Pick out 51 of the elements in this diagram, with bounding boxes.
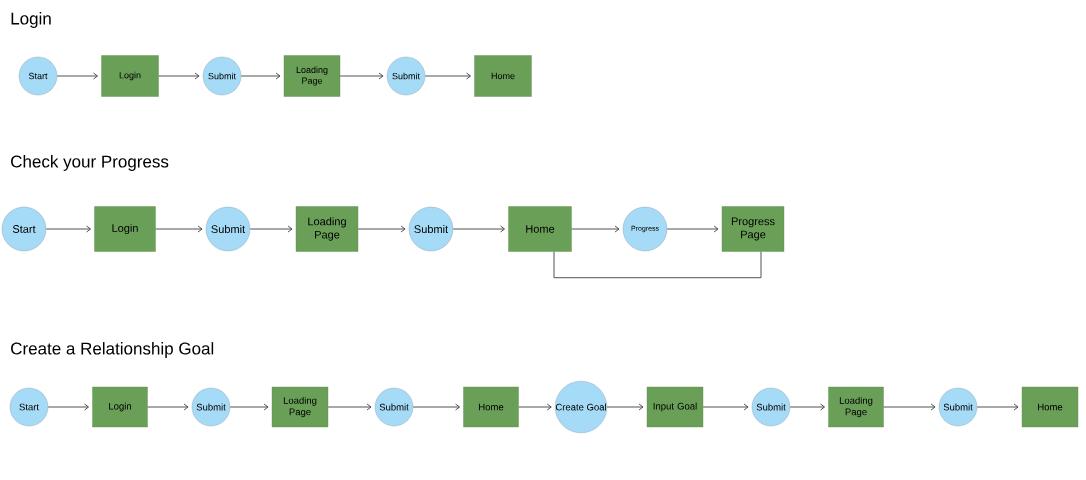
arrow	[158, 72, 200, 80]
circle-node: Submit	[408, 206, 454, 252]
page-box: Loading Page	[283, 55, 341, 97]
circle-node: Submit	[205, 206, 251, 252]
arrow	[249, 225, 293, 233]
arrow	[518, 403, 552, 411]
arrow	[702, 403, 749, 411]
arrow	[327, 403, 372, 411]
arrow	[240, 72, 281, 80]
circle-node: Start	[1, 206, 47, 252]
arrow	[412, 403, 460, 411]
page-box: Home	[1021, 386, 1079, 428]
circle-node: Create Goal	[555, 381, 608, 433]
arrow	[339, 72, 384, 80]
page-box: Login	[92, 386, 148, 428]
circle-node: Start	[9, 387, 49, 427]
arrow	[56, 72, 98, 80]
circle-node: Submit	[751, 387, 791, 427]
page-box: Home	[463, 386, 519, 428]
page-box: Login	[101, 55, 159, 97]
circle-node: Submit	[386, 56, 426, 96]
arrow	[45, 225, 91, 233]
circle-node: Submit	[938, 387, 978, 427]
circle-node: Start	[18, 56, 58, 96]
page-box: Input Goal	[646, 386, 704, 428]
page-box: Loading Page	[295, 206, 359, 252]
arrow	[666, 225, 719, 233]
page-box: Loading Page	[828, 386, 884, 428]
arrow	[606, 403, 644, 411]
page-box: Loading Page	[271, 386, 329, 428]
arrow	[452, 225, 505, 233]
arrow	[976, 403, 1019, 411]
section-heading: Login	[11, 12, 51, 28]
page-box: Login	[94, 206, 156, 252]
circle-node: Submit	[202, 56, 242, 96]
arrow	[147, 403, 189, 411]
arrow	[357, 225, 406, 233]
circle-node: Submit	[374, 387, 414, 427]
arrow	[571, 225, 620, 233]
arrow	[155, 225, 203, 233]
arrow	[424, 72, 471, 80]
arrow	[883, 403, 936, 411]
arrow	[229, 403, 269, 411]
page-box: Home	[474, 55, 532, 97]
section-heading: Check your Progress	[11, 155, 169, 171]
page-box: Progress Page	[721, 206, 785, 252]
arrow	[789, 403, 825, 411]
arrow	[47, 403, 89, 411]
page-box: Home	[508, 206, 572, 252]
section-heading: Create a Relationship Goal	[11, 342, 214, 358]
circle-node: Submit	[191, 387, 231, 427]
